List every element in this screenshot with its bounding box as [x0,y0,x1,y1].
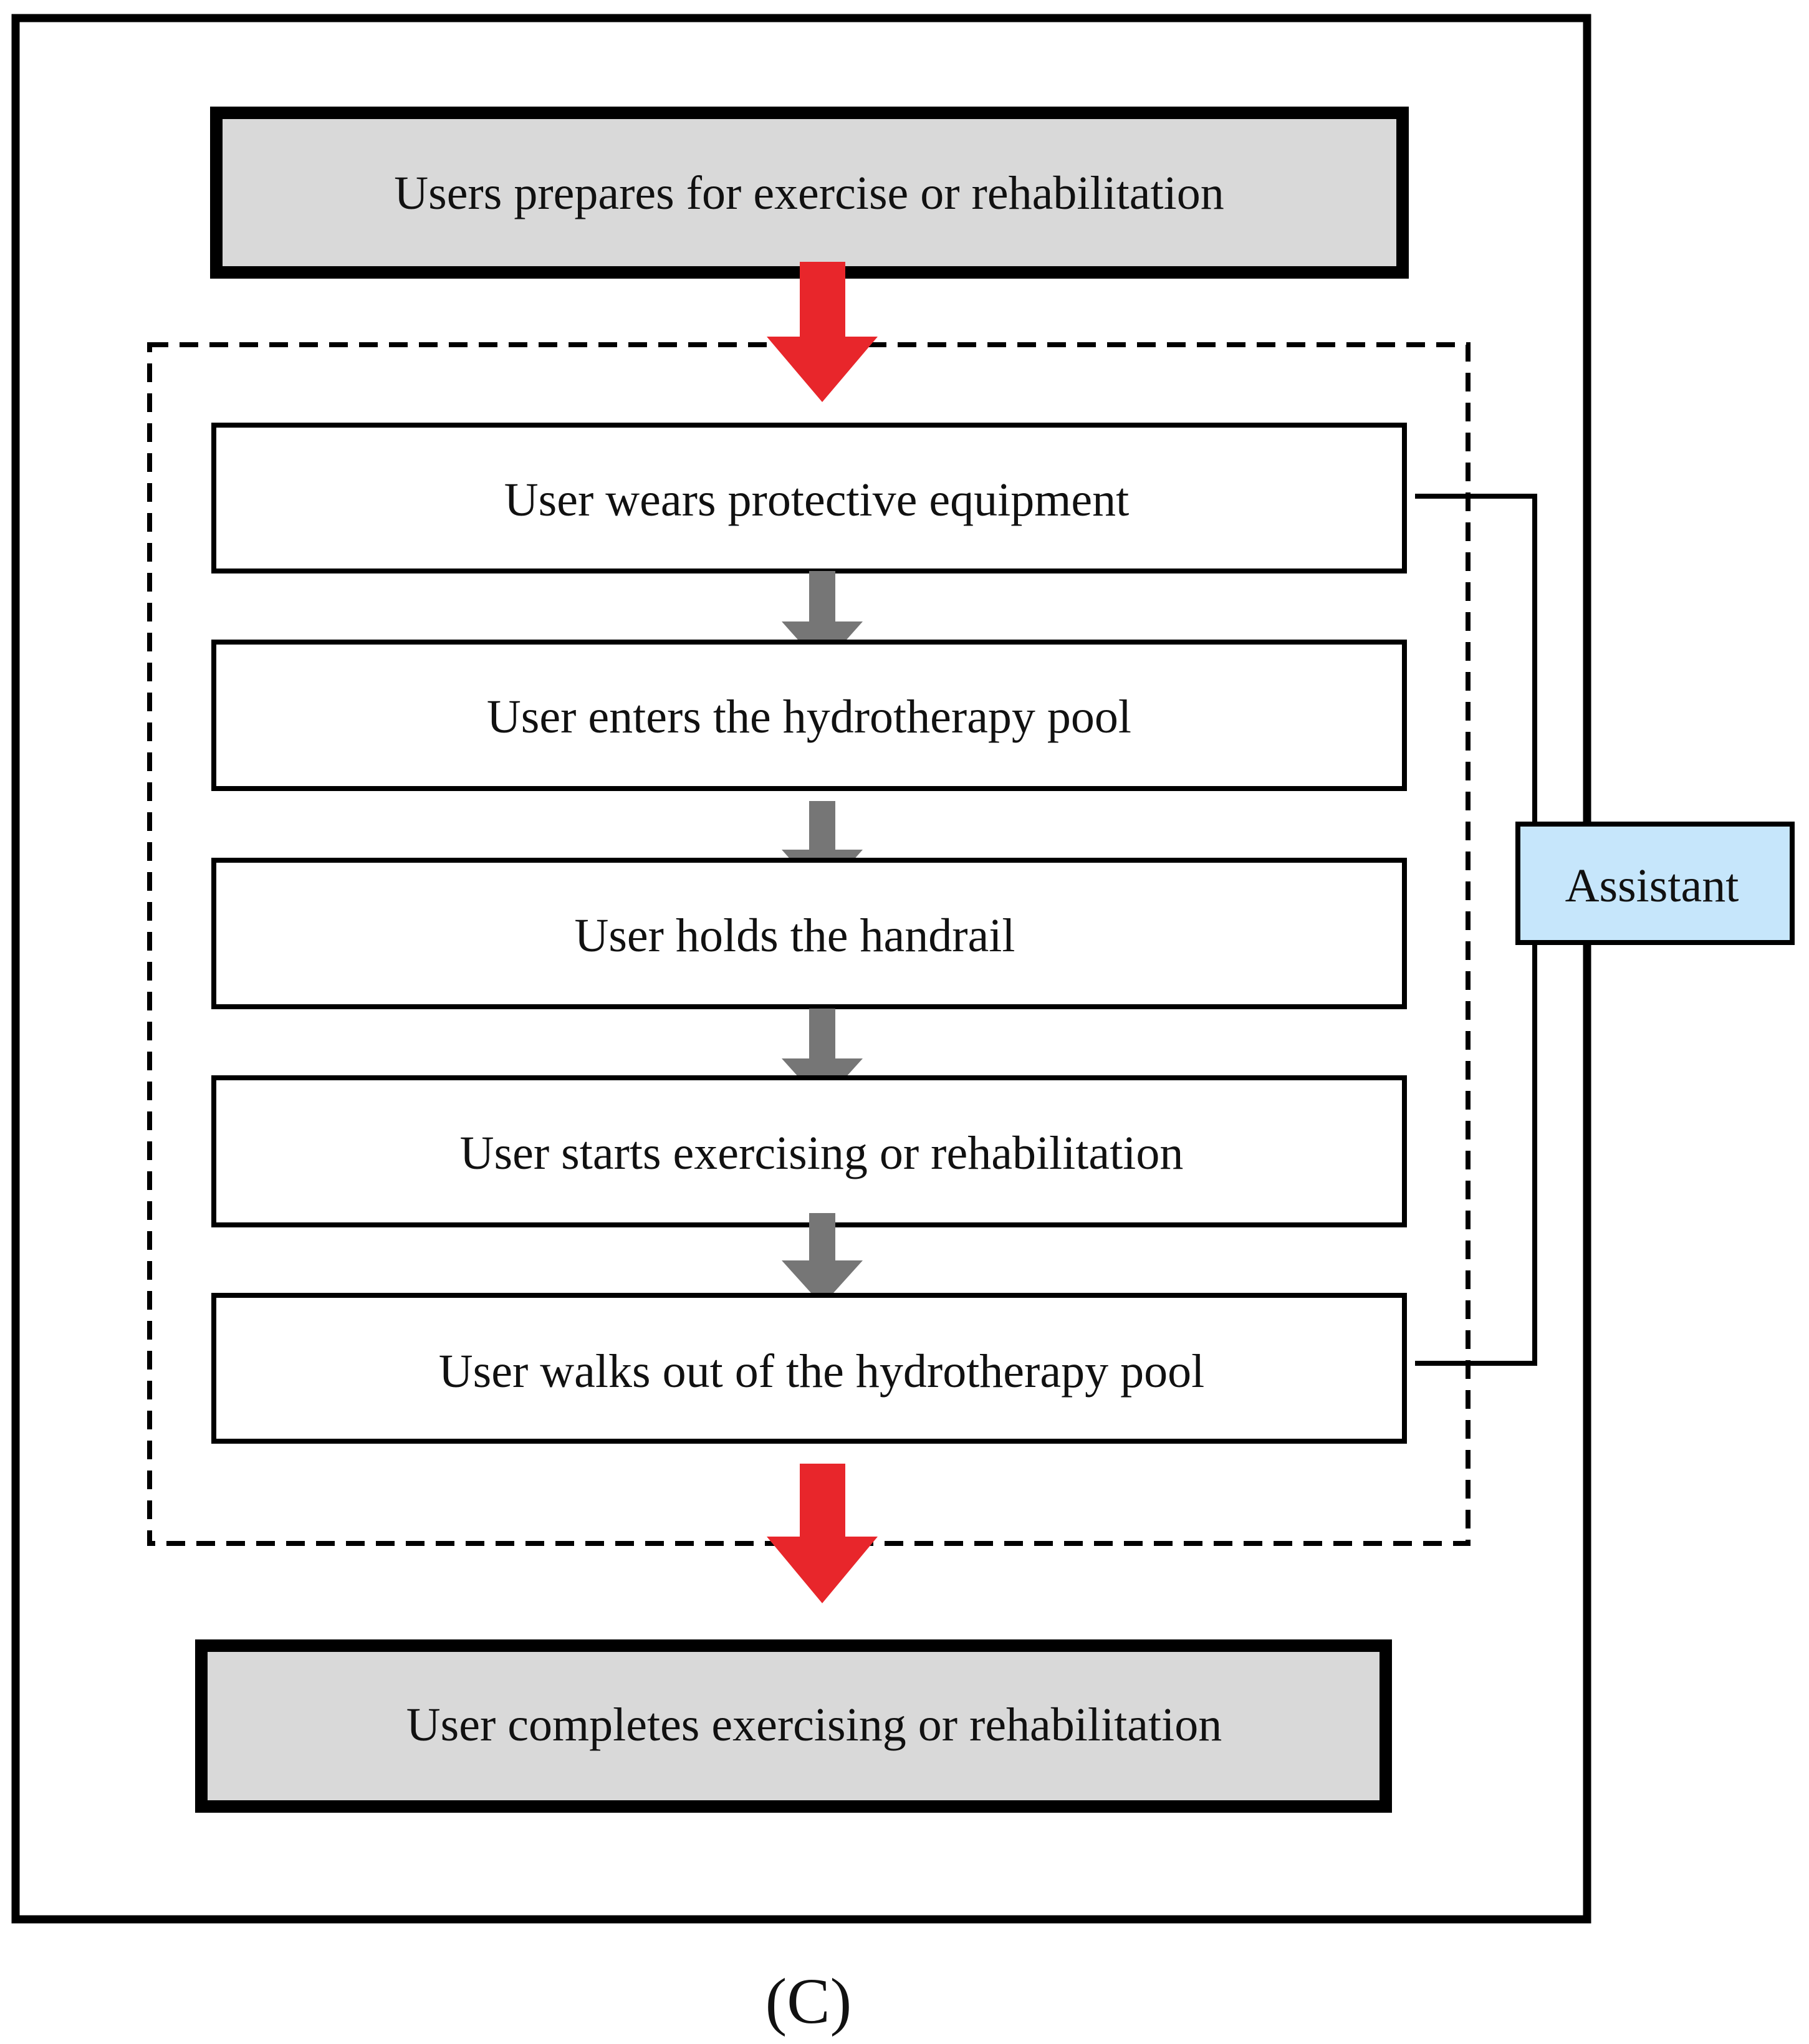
end-box-label: User completes exercising or rehabilitat… [406,1699,1222,1751]
step-label: User wears protective equipment [504,474,1129,526]
figure-caption: (C) [765,1965,852,2037]
step-box: User walks out of the hydrotherapy pool [211,1293,1407,1444]
red-arrow-down [767,1464,878,1603]
gray-arrow-down [782,1213,863,1305]
step-label: User holds the handrail [574,909,1015,962]
step-box: User wears protective equipment [211,423,1407,573]
start-box-label: Users prepares for exercise or rehabilit… [394,167,1224,219]
step-label: User starts exercising or rehabilitation [460,1127,1184,1179]
red-arrow-down [767,262,878,402]
step-label: User walks out of the hydrotherapy pool [439,1345,1204,1398]
assistant-box: Assistant [1515,822,1795,945]
assistant-label: Assistant [1565,860,1739,912]
step-box: User holds the handrail [211,858,1407,1009]
outer-frame [11,14,1591,1924]
step-box: User enters the hydrotherapy pool [211,640,1407,791]
start-box: Users prepares for exercise or rehabilit… [210,107,1409,279]
step-label: User enters the hydrotherapy pool [487,691,1131,743]
end-box: User completes exercising or rehabilitat… [195,1639,1392,1813]
step-box: User starts exercising or rehabilitation [211,1075,1407,1227]
